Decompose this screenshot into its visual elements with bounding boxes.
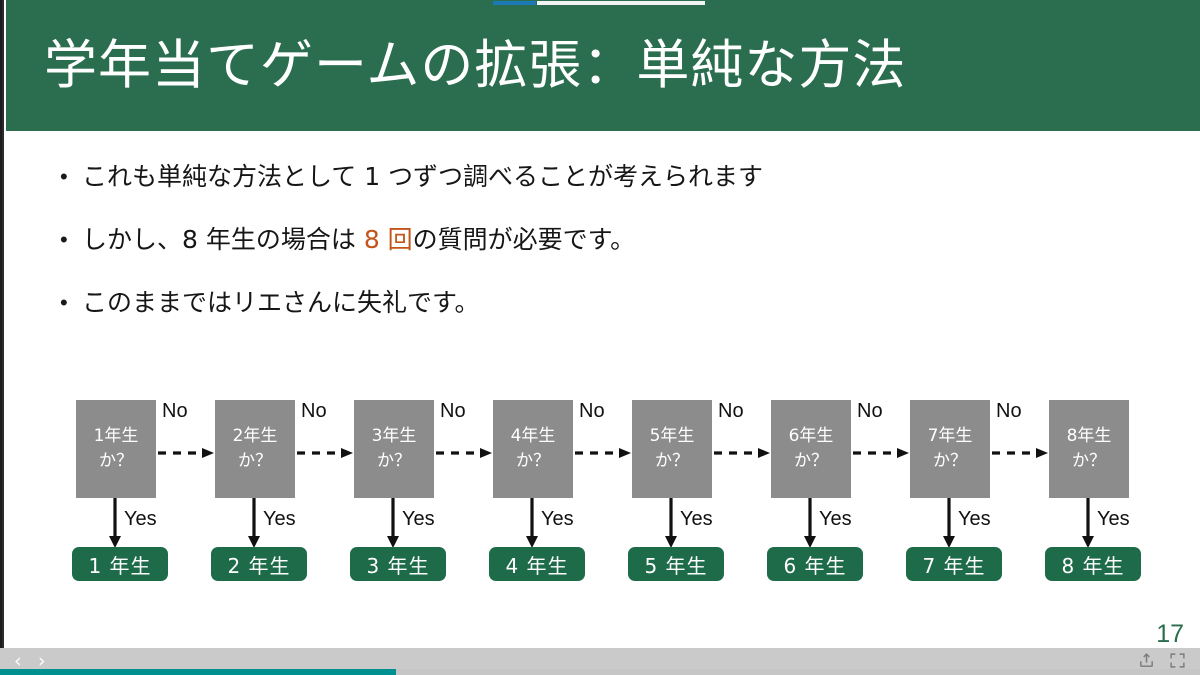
- bullet-text-highlight: 8 回: [363, 225, 413, 254]
- decision-box-line1: 1年生: [93, 426, 139, 446]
- decision-box: 4年生か？: [493, 400, 573, 498]
- yes-branch-label: Yes: [541, 508, 574, 530]
- decision-box-line2: か？: [238, 451, 272, 471]
- no-branch-arrow: [714, 445, 770, 458]
- list-item: • このままではリエさんに失礼です。: [60, 286, 1160, 320]
- decision-box-line2: か？: [377, 451, 411, 471]
- decision-box-line1: 6年生: [788, 426, 834, 446]
- yes-branch-arrow: [108, 498, 122, 548]
- yes-branch-label: Yes: [124, 508, 157, 530]
- no-branch-label: No: [301, 400, 327, 422]
- no-branch-arrow: [853, 445, 909, 458]
- result-box: 3 年生: [350, 547, 446, 581]
- top-indicator-track-segment: [537, 1, 705, 5]
- yes-branch-arrow: [525, 498, 539, 548]
- yes-branch-arrow: [386, 498, 400, 548]
- bullet-text: しかし、8 年生の場合は 8 回の質問が必要です。: [82, 223, 635, 257]
- bullet-text-post: の質問が必要です。: [412, 225, 636, 254]
- player-actions: [1138, 652, 1186, 674]
- result-box: 6 年生: [767, 547, 863, 581]
- result-box: 4 年生: [489, 547, 585, 581]
- yes-branch-arrow: [942, 498, 956, 548]
- progress-track[interactable]: [0, 669, 1200, 675]
- decision-box-line2: か？: [933, 451, 967, 471]
- yes-branch-arrow: [247, 498, 261, 548]
- result-box: 1 年生: [72, 547, 168, 581]
- fullscreen-icon[interactable]: [1169, 652, 1186, 674]
- decision-box-line2: か？: [1072, 451, 1106, 471]
- no-branch-arrow: [158, 445, 214, 458]
- decision-box: 3年生か？: [354, 400, 434, 498]
- bullet-text-pre: このままではリエさんに失礼です。: [82, 288, 480, 317]
- decision-box-line1: 7年生: [927, 426, 973, 446]
- decision-box: 5年生か？: [632, 400, 712, 498]
- decision-box: 6年生か？: [771, 400, 851, 498]
- yes-branch-arrow: [803, 498, 817, 548]
- decision-box-line2: か？: [655, 451, 689, 471]
- no-branch-arrow: [992, 445, 1048, 458]
- decision-box: 7年生か？: [910, 400, 990, 498]
- result-box: 2 年生: [211, 547, 307, 581]
- decision-box-line1: 4年生: [510, 426, 556, 446]
- decision-box-line1: 8年生: [1066, 426, 1112, 446]
- bullet-text: このままではリエさんに失礼です。: [82, 286, 480, 320]
- next-slide-button[interactable]: ›: [38, 650, 46, 672]
- no-branch-arrow: [297, 445, 353, 458]
- share-icon[interactable]: [1138, 652, 1155, 674]
- yes-branch-arrow: [1081, 498, 1095, 548]
- bullet-marker: •: [60, 290, 68, 315]
- page-title: 学年当てゲームの拡張：単純な方法: [44, 35, 907, 96]
- result-box: 8 年生: [1045, 547, 1141, 581]
- no-branch-arrow: [575, 445, 631, 458]
- bullet-text-pre: これも単純な方法として 1 つずつ調べることが考えられます: [82, 162, 764, 191]
- list-item: • しかし、8 年生の場合は 8 回の質問が必要です。: [60, 223, 1160, 257]
- yes-branch-label: Yes: [402, 508, 435, 530]
- decision-box-line1: 2年生: [232, 426, 278, 446]
- bullet-text-pre: しかし、8 年生の場合は: [82, 225, 364, 254]
- result-box: 7 年生: [906, 547, 1002, 581]
- bullet-marker: •: [60, 164, 68, 189]
- decision-box: 2年生か？: [215, 400, 295, 498]
- result-box: 5 年生: [628, 547, 724, 581]
- yes-branch-arrow: [664, 498, 678, 548]
- yes-branch-label: Yes: [958, 508, 991, 530]
- yes-branch-label: Yes: [1097, 508, 1130, 530]
- decision-box-line2: か？: [794, 451, 828, 471]
- bullet-text: これも単純な方法として 1 つずつ調べることが考えられます: [82, 160, 763, 194]
- top-slide-indicator: [0, 0, 1200, 7]
- decision-box-line1: 3年生: [371, 426, 417, 446]
- decision-box: 1年生か？: [76, 400, 156, 498]
- slide-left-border: [0, 0, 2, 648]
- yes-branch-label: Yes: [263, 508, 296, 530]
- previous-slide-button[interactable]: ‹: [14, 650, 22, 672]
- no-branch-arrow: [436, 445, 492, 458]
- decision-box-line1: 5年生: [649, 426, 695, 446]
- slide-canvas: 学年当てゲームの拡張：単純な方法 • これも単純な方法として 1 つずつ調べるこ…: [2, 0, 1200, 648]
- top-indicator-active-segment: [493, 1, 536, 5]
- no-branch-label: No: [579, 400, 605, 422]
- decision-box: 8年生か？: [1049, 400, 1129, 498]
- list-item: • これも単純な方法として 1 つずつ調べることが考えられます: [60, 160, 1160, 194]
- no-branch-label: No: [718, 400, 744, 422]
- decision-box-line2: か？: [516, 451, 550, 471]
- page-number: 17: [1156, 620, 1184, 648]
- progress-fill: [0, 669, 396, 675]
- no-branch-label: No: [996, 400, 1022, 422]
- yes-branch-label: Yes: [680, 508, 713, 530]
- bullet-marker: •: [60, 227, 68, 252]
- slide-navigation: ‹ ›: [14, 650, 52, 672]
- bullet-list: • これも単純な方法として 1 つずつ調べることが考えられます • しかし、8 …: [60, 160, 1160, 349]
- slide-header: 学年当てゲームの拡張：単純な方法: [6, 0, 1200, 131]
- no-branch-label: No: [440, 400, 466, 422]
- yes-branch-label: Yes: [819, 508, 852, 530]
- decision-box-line2: か？: [99, 451, 133, 471]
- no-branch-label: No: [162, 400, 188, 422]
- no-branch-label: No: [857, 400, 883, 422]
